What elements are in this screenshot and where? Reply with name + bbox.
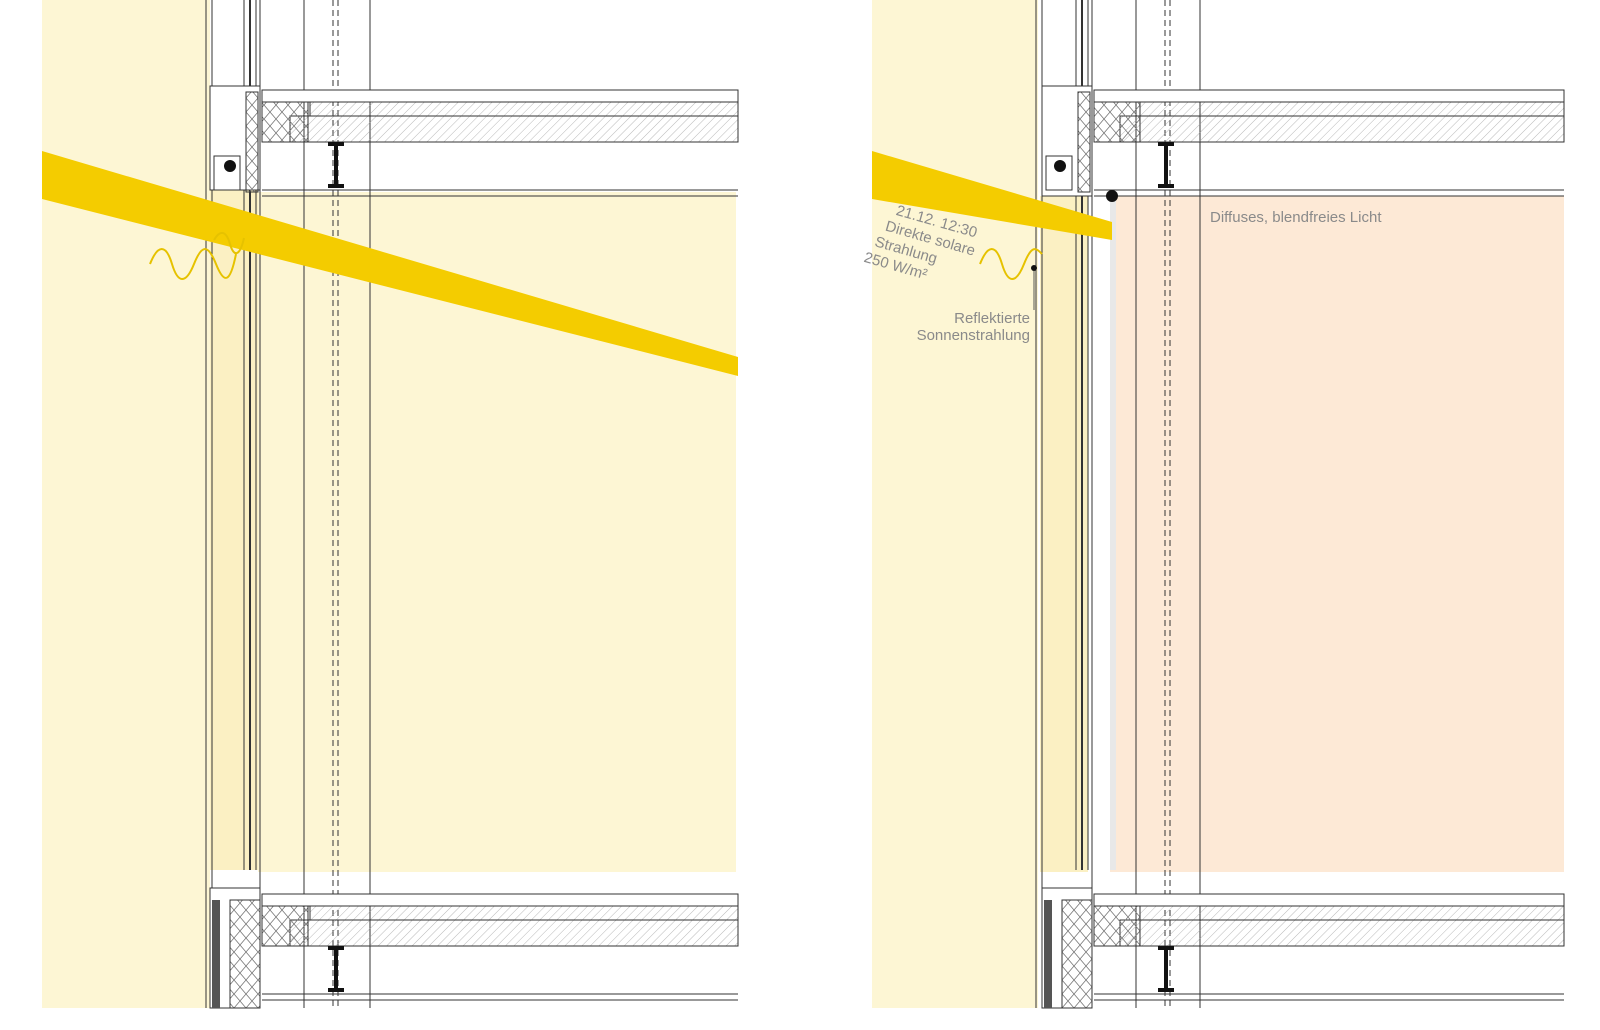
left-upper-slab — [209, 85, 739, 197]
left-direct-sun-beam — [42, 151, 738, 376]
right-upper-slab — [1041, 85, 1565, 202]
right-interior-zone — [1110, 196, 1564, 872]
right-blind — [1110, 200, 1116, 870]
right-reflection-squiggle — [979, 248, 1043, 280]
right-diffuse-wedge — [1112, 196, 1200, 226]
right-direct-sun-beam — [872, 151, 1112, 240]
right-lower-slab — [1041, 887, 1565, 1009]
left-lower-slab — [209, 887, 739, 1009]
reflected-label-line1: Reflektierte — [954, 310, 1030, 327]
left-reflection-squiggle — [149, 232, 245, 280]
left-exterior-zone — [42, 0, 210, 1008]
reflected-label-line2: Sonnenstrahlung — [917, 327, 1030, 344]
diffuse-light-label: Diffuses, blendfreies Licht — [1210, 209, 1382, 226]
left-panel — [42, 0, 739, 1009]
right-facade-cavity — [1040, 196, 1088, 872]
reflected-leader-dot — [1031, 265, 1037, 271]
right-exterior-zone — [872, 0, 1038, 1008]
right-panel: 21.12. 12:30 Direkte solare Strahlung 25… — [862, 0, 1565, 1009]
